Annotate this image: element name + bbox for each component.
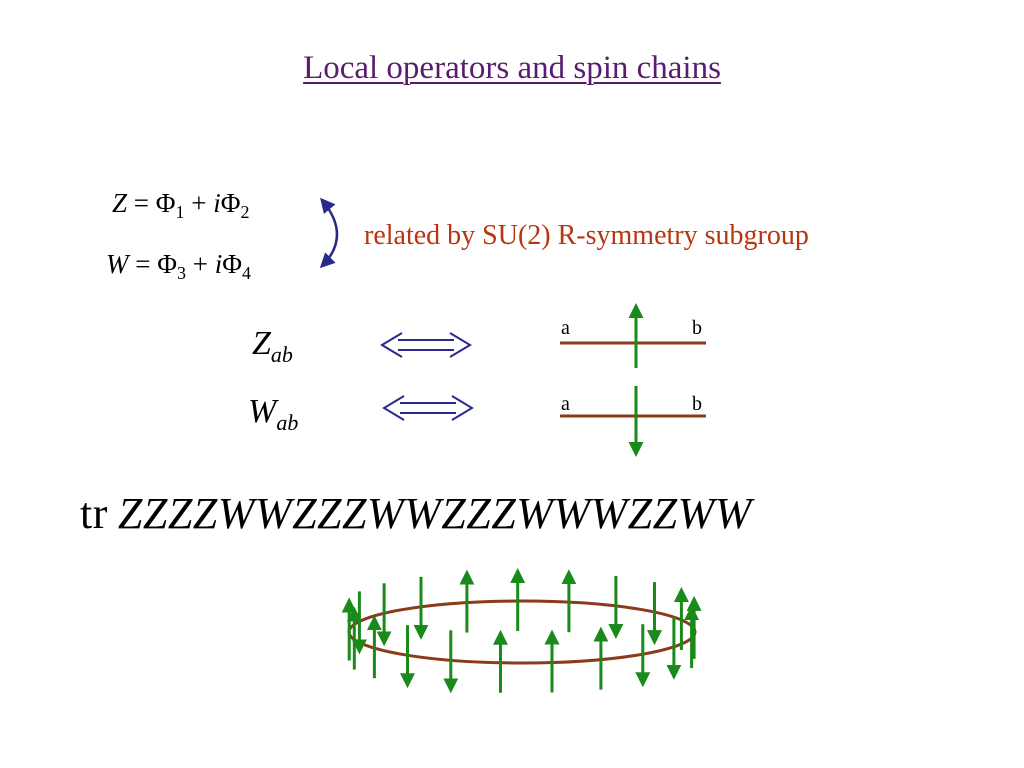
trace-word: ZZZZWWZZZWWZZZWWWZZWW xyxy=(117,489,752,538)
page-title: Local operators and spin chains xyxy=(303,50,721,86)
site-b-label-top: b xyxy=(692,317,702,339)
site-b-label-bottom: b xyxy=(692,393,702,415)
z-ab-label: Zab xyxy=(252,325,293,367)
relation-text: related by SU(2) R-symmetry subgroup xyxy=(364,220,809,251)
spin-chain-ring xyxy=(347,599,697,665)
trace-prefix: tr xyxy=(80,489,108,538)
w-ab-label: Wab xyxy=(248,393,299,435)
z-definition-equation: Z = Φ1 + iΦ2 xyxy=(112,188,250,222)
relation-bracket-arrow xyxy=(319,197,339,269)
z-symbol: Z xyxy=(112,188,128,218)
site-a-label-bottom: a xyxy=(561,393,570,415)
w-definition-equation: W = Φ3 + iΦ4 xyxy=(106,249,251,283)
double-arrow-w xyxy=(382,395,474,421)
double-arrow-z xyxy=(380,332,472,358)
ring-spin-arrows xyxy=(341,568,702,694)
w-symbol: W xyxy=(106,249,129,279)
site-a-label-top: a xyxy=(561,317,570,339)
